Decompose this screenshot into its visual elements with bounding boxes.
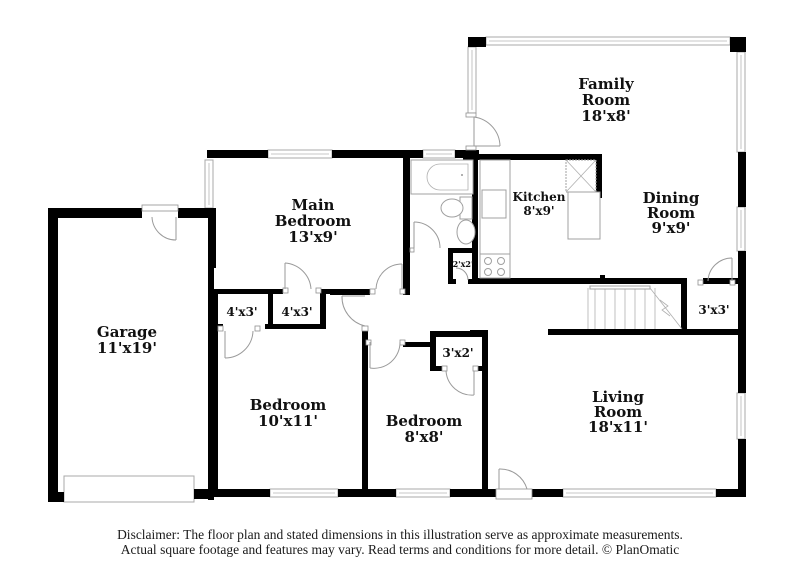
closet-c-dims: 3'x3' (698, 303, 729, 317)
family-room-dims: 18'x8' (581, 107, 630, 125)
bedroom-2-dims: 8'x8' (404, 428, 443, 446)
stairs (587, 285, 683, 330)
disclaimer-line-1: Disclaimer: The floor plan and stated di… (117, 527, 683, 542)
room-labels: Family Room 18'x8' Kitchen 8'x9' Dining … (97, 75, 730, 446)
doors (141, 112, 736, 500)
main-bedroom-label-2: Bedroom (275, 212, 352, 230)
kitchen-dims: 8'x9' (523, 204, 554, 218)
dining-room-dims: 9'x9' (651, 219, 690, 237)
closet-a-dims: 4'x3' (226, 305, 257, 319)
bedroom-1-dims: 10'x11' (258, 412, 318, 430)
main-bedroom-dims: 13'x9' (288, 228, 337, 246)
windows (63, 36, 746, 503)
closet-b-dims: 4'x3' (281, 305, 312, 319)
bedroom-2-label: Bedroom (386, 412, 463, 430)
pantry-dims: 2'x2' (453, 259, 474, 269)
dining-room-label-2: Room (647, 204, 695, 222)
disclaimer-line-2: Actual square footage and features may v… (120, 542, 680, 557)
family-room-label-1: Family (578, 75, 635, 93)
garage-label: Garage (97, 323, 157, 341)
living-room-dims: 18'x11' (588, 418, 648, 436)
walls (48, 37, 746, 502)
garage-dims: 11'x19' (97, 339, 157, 357)
fixtures (410, 159, 683, 330)
kitchen-label: Kitchen (513, 190, 566, 204)
family-room-label-2: Room (582, 91, 630, 109)
dining-room-label-1: Dining (643, 189, 700, 207)
main-bedroom-label-1: Main (292, 196, 335, 214)
living-room-label-1: Living (592, 388, 645, 406)
closet-d-dims: 3'x2' (442, 346, 473, 360)
bedroom-1-label: Bedroom (250, 396, 327, 414)
living-room-label-2: Room (594, 403, 642, 421)
